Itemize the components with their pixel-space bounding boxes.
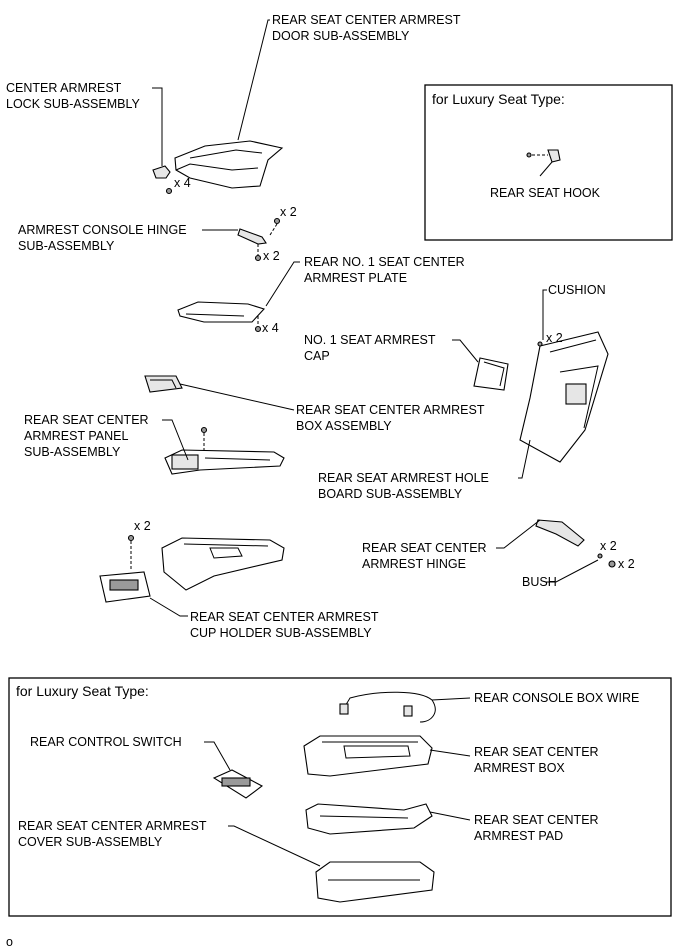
leader-lines <box>149 19 599 867</box>
box-assembly-label-line-2: BOX ASSEMBLY <box>296 419 392 433</box>
cover-drawing <box>315 861 435 903</box>
cover-label-line-1: REAR SEAT CENTER ARMREST <box>18 819 207 833</box>
armrest-base-drawing <box>161 537 285 591</box>
cover-label-line-2: COVER SUB-ASSEMBLY <box>18 835 163 849</box>
armrest-hinge-screws-qty: x 2 <box>600 539 617 553</box>
hinge-bottom-qty: x 2 <box>263 249 280 263</box>
luxury-hook-box <box>424 84 673 241</box>
armrest-door-drawing <box>174 140 284 189</box>
armrest-hinge-label-line-1: REAR SEAT CENTER <box>362 541 487 555</box>
armrest-box-label-line-2: ARMREST BOX <box>474 761 565 775</box>
rear-seat-hook-label: REAR SEAT HOOK <box>490 186 601 200</box>
armrest-hinge-label-line-2: ARMREST HINGE <box>362 557 466 571</box>
cup-holder-label-line-2: CUP HOLDER SUB-ASSEMBLY <box>190 626 372 640</box>
panel-label-line-2: ARMREST PANEL <box>24 429 128 443</box>
console-box-wire-label: REAR CONSOLE BOX WIRE <box>474 691 639 705</box>
cushion-qty: x 2 <box>546 331 563 345</box>
lock-label-line-2: LOCK SUB-ASSEMBLY <box>6 97 141 111</box>
armrest-hinge-drawing <box>535 519 616 568</box>
cushion-label: CUSHION <box>548 283 606 297</box>
hole-board-drawing <box>519 331 609 463</box>
luxury-options-box-title: for Luxury Seat Type: <box>16 683 149 699</box>
luxury-armrest-pad-drawing <box>305 803 433 835</box>
armrest-pad-label-line-2: ARMREST PAD <box>474 829 563 843</box>
door-label-line-2: DOOR SUB-ASSEMBLY <box>272 29 410 43</box>
luxury-hook-box-title: for Luxury Seat Type: <box>432 91 565 107</box>
plate-label-line-2: ARMREST PLATE <box>304 271 407 285</box>
footer-code: o <box>6 935 13 949</box>
panel-label-line-1: REAR SEAT CENTER <box>24 413 149 427</box>
bush-label: BUSH <box>522 575 557 589</box>
armrest-panel-drawing <box>164 426 285 475</box>
armrest-cap-drawing <box>473 357 509 391</box>
hinge-console-label-line-1: ARMREST CONSOLE HINGE <box>18 223 187 237</box>
luxury-options-box <box>8 677 672 917</box>
hinge-top-qty: x 2 <box>280 205 297 219</box>
hinge-console-label-line-2: SUB-ASSEMBLY <box>18 239 115 253</box>
plate-label-line-1: REAR NO. 1 SEAT CENTER <box>304 255 465 269</box>
armrest-pad-label-line-1: REAR SEAT CENTER <box>474 813 599 827</box>
cup-holder-screws-qty: x 2 <box>134 519 151 533</box>
cup-holder-label-line-1: REAR SEAT CENTER ARMREST <box>190 610 379 624</box>
console-hinge-drawing <box>237 217 281 262</box>
armrest-plate-drawing <box>177 301 265 333</box>
hole-board-label-line-2: BOARD SUB-ASSEMBLY <box>318 487 463 501</box>
luxury-armrest-box-drawing <box>303 735 433 777</box>
cap-label-line-2: CAP <box>304 349 330 363</box>
control-switch-drawing <box>212 769 264 799</box>
control-switch-label: REAR CONTROL SWITCH <box>30 735 182 749</box>
cup-holder-drawing <box>99 534 151 603</box>
armrest-box-label-line-1: REAR SEAT CENTER <box>474 745 599 759</box>
cap-label-line-1: NO. 1 SEAT ARMREST <box>304 333 436 347</box>
bush-qty: x 2 <box>618 557 635 571</box>
panel-label-line-3: SUB-ASSEMBLY <box>24 445 121 459</box>
armrest-lock-drawing <box>152 165 173 195</box>
lock-label-line-1: CENTER ARMREST <box>6 81 122 95</box>
plate-screws-qty: x 4 <box>262 321 279 335</box>
hole-board-label-line-1: REAR SEAT ARMREST HOLE <box>318 471 489 485</box>
lock-screws-qty: x 4 <box>174 176 191 190</box>
seat-hook-drawing <box>526 149 561 163</box>
box-assembly-label-line-1: REAR SEAT CENTER ARMREST <box>296 403 485 417</box>
box-assembly-drawing <box>144 375 183 393</box>
door-label-line-1: REAR SEAT CENTER ARMREST <box>272 13 461 27</box>
console-box-wire-drawing <box>339 691 436 723</box>
